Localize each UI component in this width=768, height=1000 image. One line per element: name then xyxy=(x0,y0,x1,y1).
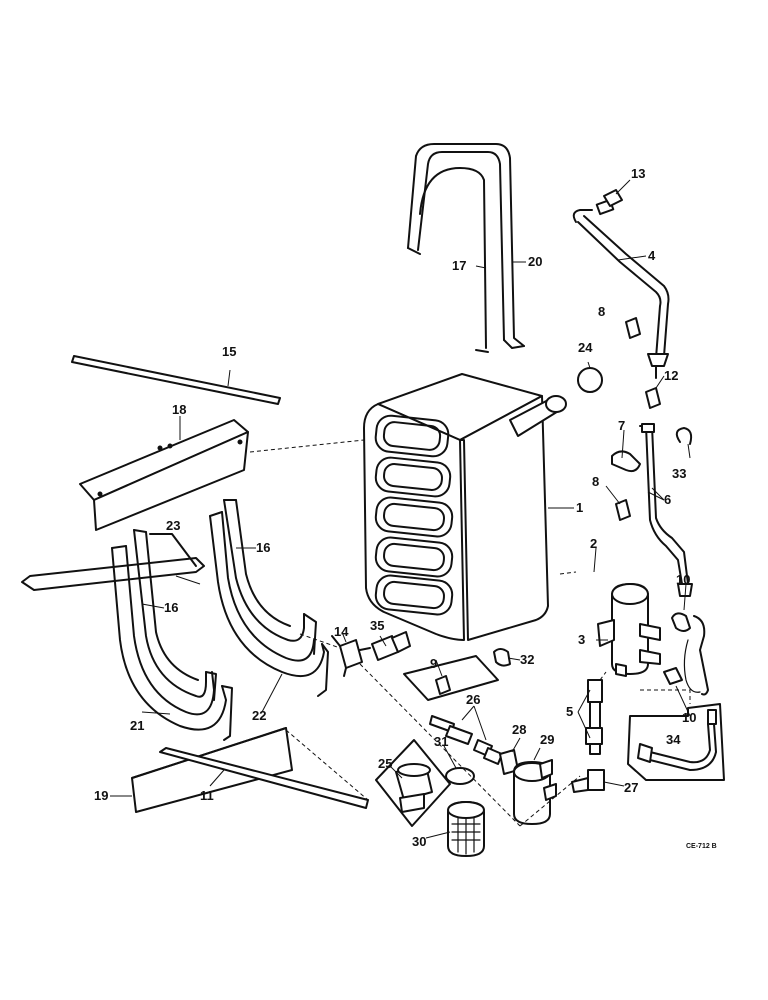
part-20-tank-strap xyxy=(407,143,525,353)
callout-28: 28 xyxy=(512,722,526,737)
callout-25: 25 xyxy=(378,756,392,771)
part-8-upper-spacer xyxy=(625,317,641,339)
drawing-code: CE-712 B xyxy=(686,843,717,850)
callout-33: 33 xyxy=(672,466,686,481)
part-31-gasket xyxy=(445,767,475,785)
callout-29: 29 xyxy=(540,732,554,747)
callout-26: 26 xyxy=(466,692,480,707)
part-11-nut xyxy=(645,387,661,409)
part-16-21-left-strap xyxy=(111,529,233,741)
callout-leaders xyxy=(110,179,691,839)
part-3-fuel-pump xyxy=(597,583,661,677)
callout-2: 2 xyxy=(590,536,597,551)
callout-21: 21 xyxy=(130,718,144,733)
part-26-hose-fittings xyxy=(429,715,503,765)
callout-1: 1 xyxy=(576,500,583,515)
part-35-fitting xyxy=(371,631,411,661)
callout-10-upper: 10 xyxy=(676,572,690,587)
part-18-bracket-plate xyxy=(79,419,249,531)
callout-23: 23 xyxy=(166,518,180,533)
callout-8-lower: 8 xyxy=(592,474,599,489)
part-9-drain-plug-frame xyxy=(403,655,499,701)
part-7-clip xyxy=(611,450,641,473)
part-6-fuel-line xyxy=(639,423,693,597)
callout-8-upper: 8 xyxy=(598,304,605,319)
part-32-spring-clip xyxy=(493,648,511,667)
callout-7: 7 xyxy=(618,418,625,433)
callout-30: 30 xyxy=(412,834,426,849)
part-12-fitting xyxy=(603,189,623,207)
callout-13: 14 xyxy=(334,624,349,639)
callout-27: 27 xyxy=(624,780,638,795)
assembly-lines xyxy=(249,439,691,827)
part-27-elbow xyxy=(571,769,605,793)
part-16-22-right-strap xyxy=(209,499,329,697)
callout-15: 11 xyxy=(200,788,214,803)
callout-16-right: 16 xyxy=(256,540,270,555)
callout-4: 5 xyxy=(566,704,573,719)
pump-return-line-inner xyxy=(683,639,701,693)
part-1-fuel-tank xyxy=(363,373,567,641)
callout-22: 22 xyxy=(252,708,266,723)
part-33-clip xyxy=(675,427,693,445)
callout-34: 34 xyxy=(666,732,681,747)
part-24-filler-cap xyxy=(577,367,603,393)
callout-12: 13 xyxy=(631,166,645,181)
callout-31: 31 xyxy=(434,734,448,749)
callout-18: 18 xyxy=(172,402,186,417)
callout-5: 4 xyxy=(648,248,656,263)
part-30-filter-element xyxy=(447,801,485,857)
part-10-upper-fitting xyxy=(671,612,691,632)
pump-return-line xyxy=(693,615,709,696)
callout-9: 9 xyxy=(430,656,437,671)
part-25-filter-head xyxy=(375,739,451,827)
part-19-base-rail xyxy=(131,727,293,813)
callout-10-lower: 10 xyxy=(682,710,696,725)
part-23-support-arm xyxy=(21,533,205,591)
callout-35: 35 xyxy=(370,618,384,633)
part-8-lower-spacer xyxy=(615,499,631,521)
part-13-shutoff-valve xyxy=(331,635,371,677)
callout-16-left: 16 xyxy=(164,600,178,615)
callout-labels: 13 4 20 17 8 15 24 12 18 7 33 8 6 1 2 23… xyxy=(94,166,717,850)
part-29-filter-housing xyxy=(513,759,557,825)
part-4-nipples xyxy=(585,679,603,755)
part-10-lower-fitting xyxy=(663,667,683,685)
callout-6: 6 xyxy=(664,492,671,507)
callout-24: 24 xyxy=(578,340,593,355)
part-34-tube-assembly xyxy=(627,703,725,781)
callout-11: 12 xyxy=(664,368,678,383)
callout-20: 20 xyxy=(528,254,542,269)
callout-19: 19 xyxy=(94,788,108,803)
callout-3: 3 xyxy=(578,632,585,647)
part-14-bar xyxy=(71,355,281,405)
callout-32: 32 xyxy=(520,652,534,667)
callout-14: 15 xyxy=(222,344,236,359)
callout-17: 17 xyxy=(452,258,466,273)
